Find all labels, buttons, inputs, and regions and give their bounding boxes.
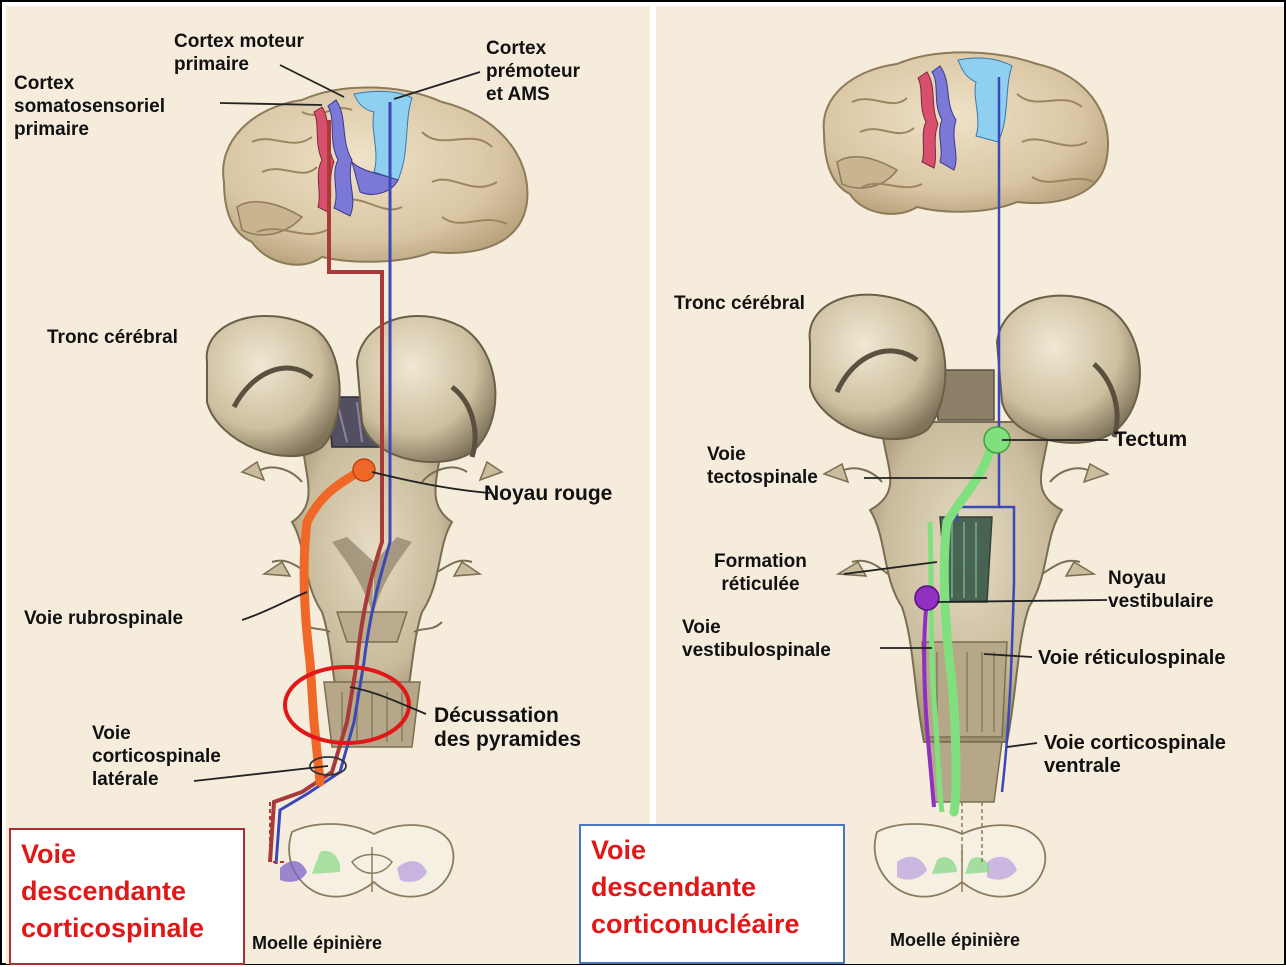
caption-line: descendante	[591, 869, 833, 906]
label-cortex-moteur-primaire: Cortex moteur primaire	[174, 30, 304, 76]
label-voie-tectospinale: Voie tectospinale	[707, 443, 818, 489]
right-spinal-cord	[875, 824, 1046, 897]
label-noyau-vestibulaire: Noyau vestibulaire	[1108, 567, 1214, 613]
label-voie-rubrospinale: Voie rubrospinale	[24, 607, 183, 630]
label-noyau-rouge: Noyau rouge	[484, 482, 612, 505]
label-tronc-cerebral-right: Tronc cérébral	[674, 292, 805, 315]
caption-box-corticonucleaire: Voie descendante corticonucléaire	[579, 824, 845, 964]
label-decussation-pyramides: Décussation des pyramides	[434, 704, 581, 752]
left-brain	[223, 87, 527, 264]
label-voie-corticospinale-ventrale: Voie corticospinale ventrale	[1044, 732, 1226, 778]
caption-box-corticospinale: Voie descendante corticospinale	[9, 828, 245, 965]
caption-line: corticospinale	[21, 910, 233, 947]
label-tectum: Tectum	[1114, 428, 1187, 451]
label-voie-vestibulospinale: Voie vestibulospinale	[682, 616, 831, 662]
caption-line: Voie	[591, 832, 833, 869]
caption-line: descendante	[21, 873, 233, 910]
left-spinal-cord	[280, 824, 453, 897]
label-tronc-cerebral-left: Tronc cérébral	[47, 326, 178, 349]
right-brain	[824, 52, 1108, 214]
label-voie-reticulospinale: Voie réticulospinale	[1038, 647, 1225, 670]
label-cortex-premoteur: Cortex prémoteur et AMS	[486, 37, 580, 106]
caption-line: Voie	[21, 836, 233, 873]
label-moelle-epiniere-right: Moelle épinière	[890, 929, 1020, 952]
label-cortex-somatosensoriel: Cortex somatosensoriel primaire	[14, 72, 165, 141]
label-voie-corticospinale-laterale: Voie corticospinale latérale	[92, 722, 221, 791]
label-formation-reticulee: Formation réticulée	[714, 550, 807, 596]
label-moelle-epiniere-left: Moelle épinière	[252, 932, 382, 955]
caption-line: corticonucléaire	[591, 906, 833, 943]
